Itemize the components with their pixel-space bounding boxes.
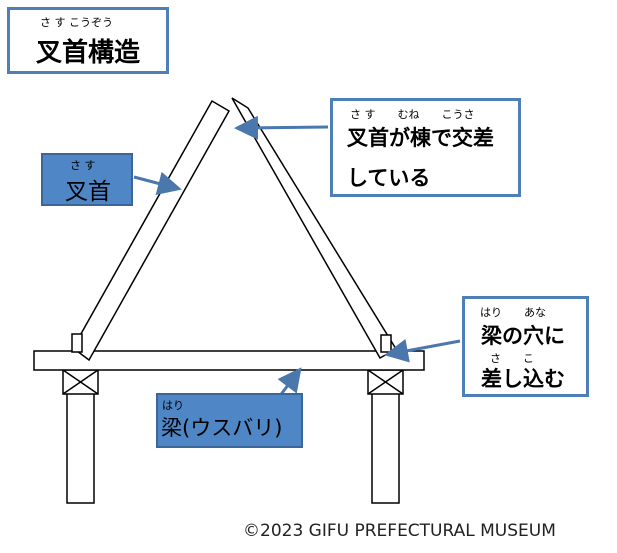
- hari-text: 梁(ウスバリ): [161, 416, 283, 440]
- arrow-to-tenon: [384, 338, 461, 363]
- beam-hole-line1: 梁の穴に: [481, 324, 565, 348]
- title-ruby: さ す こうぞう: [40, 16, 113, 29]
- right-tenon: [380, 334, 392, 353]
- crossing-line2: している: [347, 166, 431, 190]
- beam-hole-ruby2: さ こ: [490, 352, 534, 365]
- right-post-cap: [367, 369, 404, 395]
- arrow-to-rafter: [133, 171, 182, 196]
- crossing-ruby: さ す むね こうさ: [350, 108, 475, 121]
- beam-hole-line2: 差し込む: [481, 367, 565, 391]
- crossing-callout: さ す むね こうさ 叉首が棟で交差 している: [330, 98, 521, 197]
- page-title: 叉首構造: [36, 38, 141, 68]
- sasu-text: 叉首: [65, 179, 111, 205]
- beam: [33, 350, 425, 371]
- left-tenon: [71, 333, 83, 353]
- beam-hole-callout: はり あな 梁の穴に さ こ 差し込む: [462, 296, 589, 397]
- beam-hole-ruby1: はり あな: [480, 306, 546, 319]
- arrow-to-crossing: [234, 115, 329, 140]
- left-rafter: [72, 99, 231, 362]
- sasu-label: さ す 叉首: [41, 153, 133, 206]
- left-post-cap: [62, 369, 99, 395]
- hari-ruby: はり: [162, 399, 184, 412]
- crossing-line1: 叉首が棟で交差: [347, 126, 494, 150]
- sasu-ruby: さ す: [70, 159, 96, 172]
- title-box: さ す こうぞう 叉首構造: [7, 7, 169, 74]
- hari-label: はり 梁(ウスバリ): [156, 393, 303, 448]
- copyright: ©2023 GIFU PREFECTURAL MUSEUM: [243, 521, 556, 541]
